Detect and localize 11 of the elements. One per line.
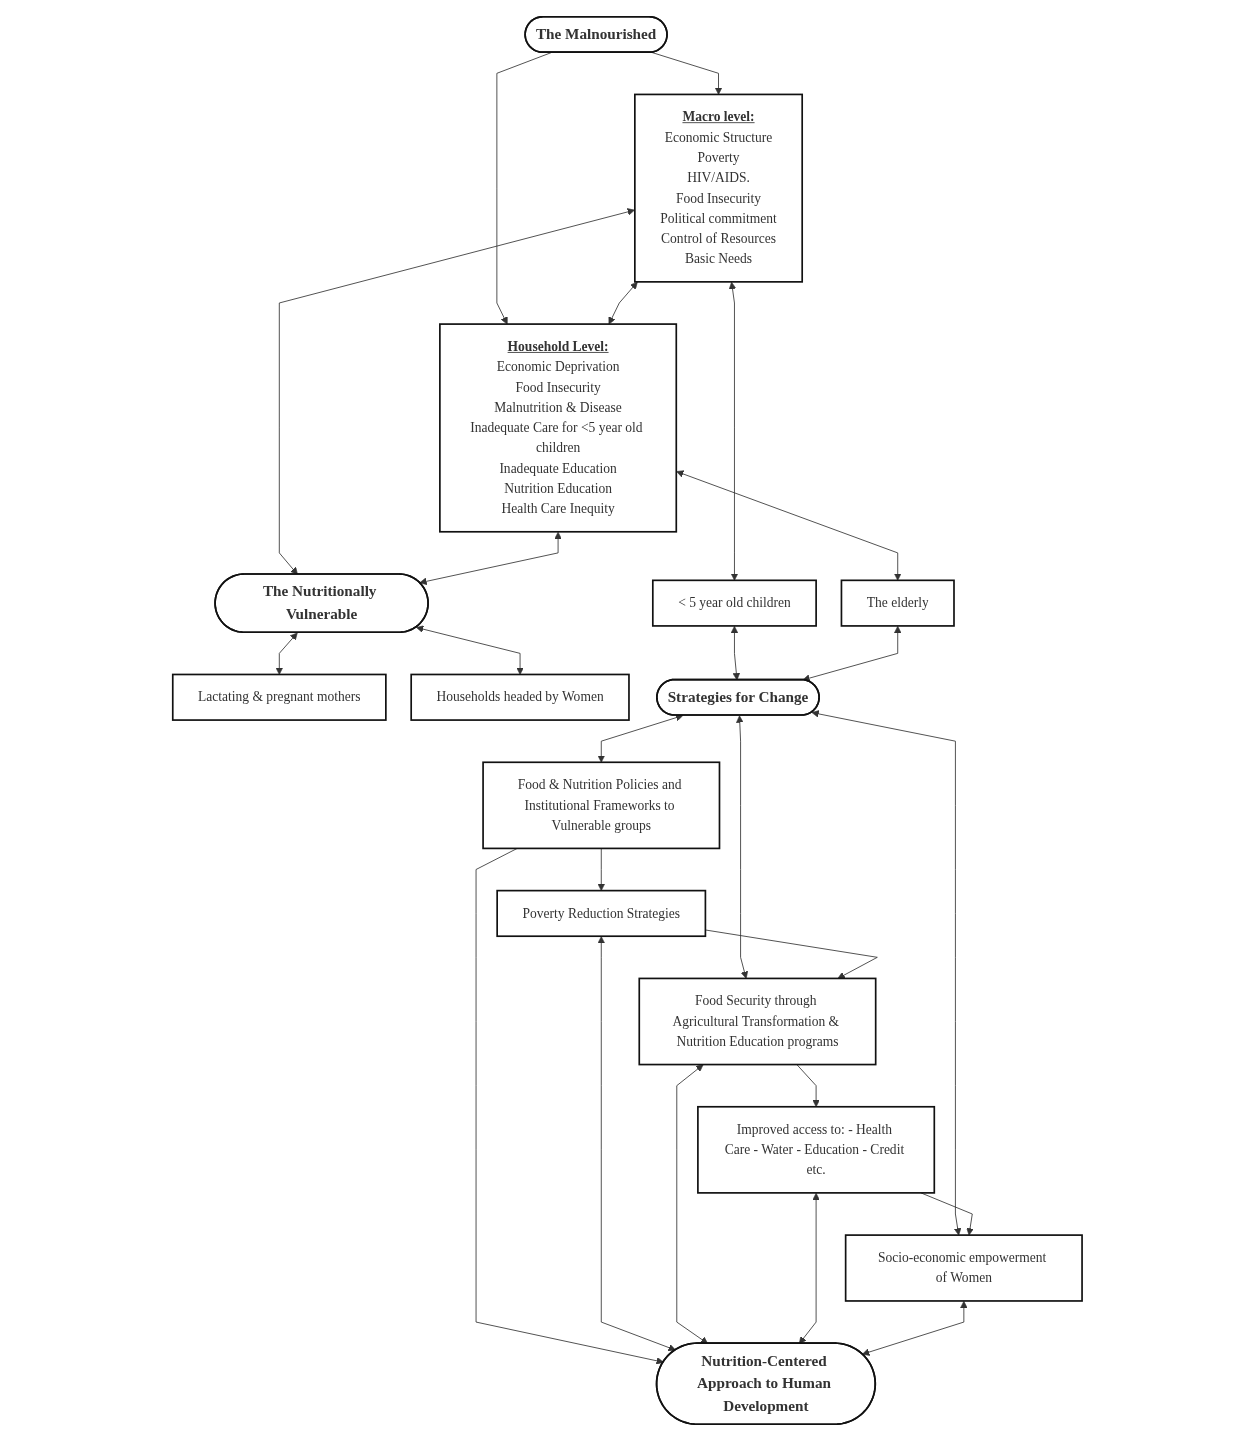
node-box: Lactating & pregnant mothers — [171, 673, 387, 721]
node-box: The elderly — [840, 579, 955, 627]
node-box: Socio-economic empowerment of Women — [844, 1234, 1083, 1302]
node-box: Households headed by Women — [409, 673, 630, 721]
node-box: Improved access to: - Health Care - Water - Education - Credit etc. — [696, 1105, 935, 1194]
node-box: < 5 year old children — [651, 579, 817, 627]
node-box: Food Security through Agricultural Transformation & Nutrition Education programs — [638, 977, 877, 1066]
node-box: Macro level: Economic Structure Poverty HIV/AIDS. Food Insecurity Political commitment Control of Resources Basic Needs — [633, 93, 803, 283]
node-box: Poverty Reduction Strategies — [495, 889, 706, 938]
node-box: Household Level: Economic Deprivation Food Insecurity Malnutrition & Disease Inadequate Care for <5 year old children Inadequate Education Nutrition Education Health Care Inequity — [438, 323, 677, 533]
node-box: Food & Nutrition Policies and Institutional Frameworks to Vulnerable groups — [481, 761, 720, 850]
